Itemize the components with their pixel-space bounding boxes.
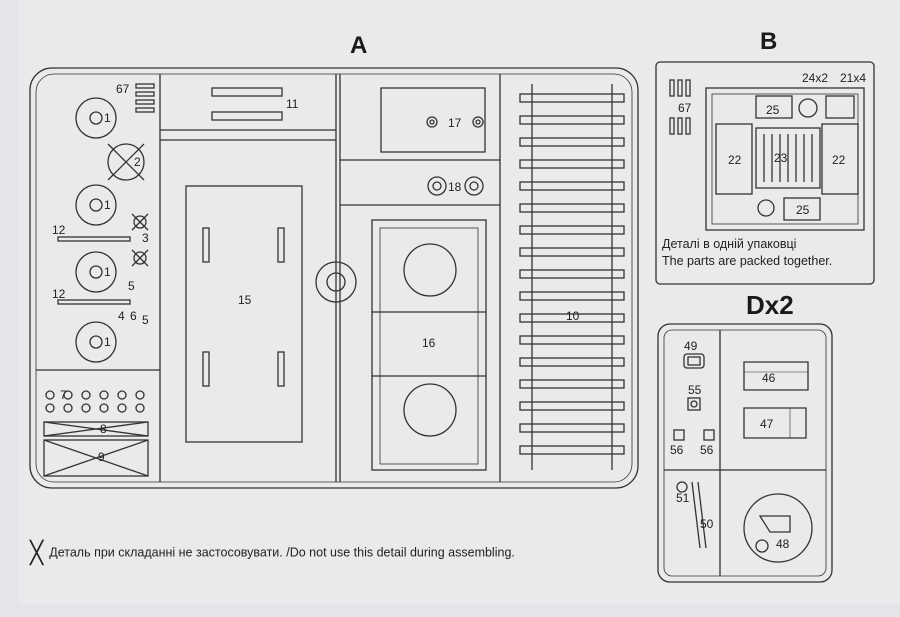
part-1-label: 1 [104, 265, 111, 279]
part-3-label: 3 [142, 231, 149, 245]
part-2-label: 2 [134, 155, 141, 169]
packed-together-note: Деталі в одній упаковці The parts are pa… [662, 236, 832, 270]
part-1-label: 1 [104, 335, 111, 349]
sprue-d-title: Dx2 [746, 290, 794, 320]
sprue-b-labels: 24x2 21x4 25 25 22 22 23 67 [678, 71, 866, 217]
part-5-label: 5 [128, 279, 135, 293]
cross-icon: ╳ [30, 540, 44, 565]
packed-note-en: The parts are packed together. [662, 254, 833, 268]
packed-note-ua: Деталі в одній упаковці [662, 237, 797, 251]
part-56-label: 56 [700, 443, 714, 457]
part-1-label: 1 [104, 111, 111, 125]
part-10-label: 10 [566, 309, 580, 323]
part-9-label: 9 [98, 450, 105, 464]
part-21x4-label: 21x4 [840, 71, 866, 85]
sprue-a-title: A [350, 32, 368, 59]
part-22-label: 22 [832, 153, 846, 167]
part-67-label: 67 [116, 82, 130, 96]
part-4-label: 4 [118, 309, 125, 323]
part-55-label: 55 [688, 383, 702, 397]
part-23-label: 23 [774, 151, 788, 165]
part-50-label: 50 [700, 517, 714, 531]
part-67-label: 67 [678, 101, 692, 115]
part-16-label: 16 [422, 336, 436, 350]
part-25-label: 25 [796, 203, 810, 217]
part-17-label: 17 [448, 116, 462, 130]
part-24x2-label: 24x2 [802, 71, 828, 85]
sprue-d [657, 323, 833, 583]
page-background [18, 0, 900, 604]
part-47-label: 47 [760, 417, 774, 431]
part-25-label: 25 [766, 103, 780, 117]
legend-en: Do not use this detail during assembling… [289, 545, 515, 560]
part-46-label: 46 [762, 371, 776, 385]
part-11-label: 11 [286, 97, 299, 111]
part-15-label: 15 [238, 293, 252, 307]
part-1-label: 1 [104, 198, 111, 212]
legend-separator: / [286, 545, 290, 560]
part-6-label: 6 [130, 309, 137, 323]
part-49-label: 49 [684, 339, 698, 353]
part-22-label: 22 [728, 153, 742, 167]
part-7-label: 7 [60, 388, 67, 402]
sprue-a-labels: 1 1 1 1 2 3 4 5 5 6 7 8 9 10 11 12 12 15… [52, 82, 580, 464]
legend-ua: Деталь при складанні не застосовувати. [49, 545, 283, 560]
part-8-label: 8 [100, 422, 107, 436]
part-12-label: 12 [52, 287, 66, 301]
part-48-label: 48 [776, 537, 790, 551]
part-18-label: 18 [448, 180, 462, 194]
part-12-label: 12 [52, 223, 66, 237]
part-51-label: 51 [676, 491, 690, 505]
sprue-d-labels: 49 55 56 56 46 47 48 51 50 [670, 339, 790, 551]
sprue-a [29, 67, 639, 489]
unused-part-legend: ╳Деталь при складанні не застосовувати. … [30, 540, 515, 566]
sprue-b-title: B [760, 28, 778, 55]
sprue-b [655, 61, 875, 285]
part-56-label: 56 [670, 443, 684, 457]
part-5-label: 5 [142, 313, 149, 327]
